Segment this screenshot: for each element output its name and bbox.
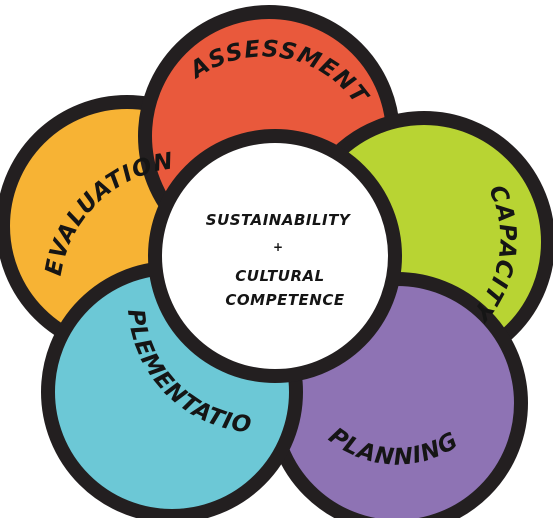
center-line-cultural: CULTURAL [235, 267, 324, 285]
center-line-competence: COMPETENCE [225, 291, 344, 309]
center-line-sustainability: SUSTAINABILITY [206, 211, 352, 229]
center-line-plus: + [273, 240, 283, 254]
center-circle [148, 129, 402, 383]
